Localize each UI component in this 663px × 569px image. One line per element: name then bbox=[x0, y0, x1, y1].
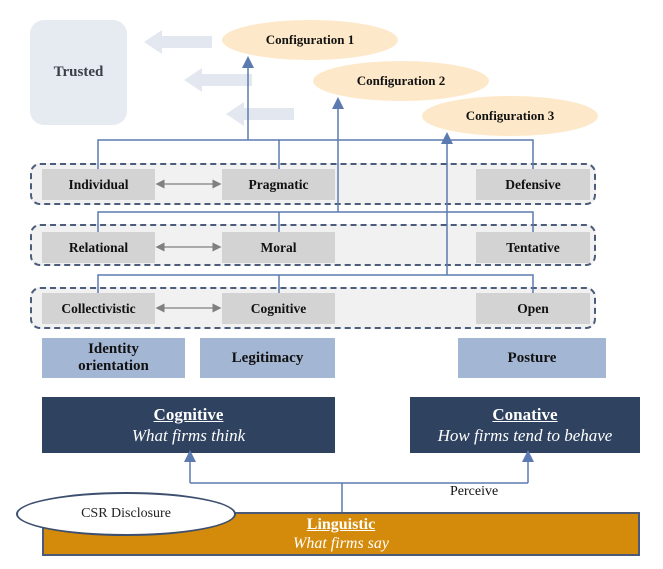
trusted-outcome-box: Trusted bbox=[30, 20, 127, 125]
configuration-3-label: Configuration 3 bbox=[465, 108, 555, 123]
fading-arrow-2-icon bbox=[184, 68, 252, 92]
conative-title: Conative bbox=[492, 404, 558, 424]
csr-disclosure-label: CSR Disclosure bbox=[81, 506, 171, 521]
cell-label: Individual bbox=[68, 176, 129, 192]
trusted-label: Trusted bbox=[53, 64, 104, 80]
conative-subtitle: How firms tend to behave bbox=[437, 425, 613, 445]
category-posture: Posture bbox=[458, 338, 606, 378]
configuration-1-label: Configuration 1 bbox=[265, 32, 355, 47]
category-identity-orientation: Identity orientation bbox=[42, 338, 185, 378]
cell-defensive: Defensive bbox=[476, 169, 590, 200]
cell-label: Collectivistic bbox=[61, 300, 136, 316]
conative-box: Conative How firms tend to behave bbox=[410, 397, 640, 453]
linguistic-subtitle: What firms say bbox=[293, 535, 389, 552]
category-legitimacy: Legitimacy bbox=[200, 338, 335, 378]
cell-label: Defensive bbox=[505, 176, 561, 192]
configuration-1: Configuration 1 bbox=[222, 20, 398, 60]
config-3-connector bbox=[97, 274, 534, 293]
cell-label: Relational bbox=[68, 239, 129, 255]
config-1-connector bbox=[97, 139, 280, 169]
cell-label: Tentative bbox=[506, 239, 560, 255]
cognitive-title: Cognitive bbox=[153, 404, 224, 424]
csr-disclosure-ellipse: CSR Disclosure bbox=[16, 492, 236, 536]
cell-relational: Relational bbox=[42, 232, 155, 263]
cognitive-subtitle: What firms think bbox=[131, 425, 246, 445]
category-label: Posture bbox=[507, 349, 557, 366]
linguistic-title: Linguistic bbox=[306, 516, 376, 533]
cognitive-box: Cognitive What firms think bbox=[42, 397, 335, 453]
cell-open: Open bbox=[476, 293, 590, 324]
config-3-defensive-connector bbox=[279, 139, 534, 169]
cell-label: Pragmatic bbox=[248, 176, 309, 192]
cell-label: Open bbox=[517, 300, 549, 316]
perceive-label: Perceive bbox=[450, 484, 499, 499]
fading-arrow-3-icon bbox=[226, 102, 294, 126]
cell-collectivistic: Collectivistic bbox=[42, 293, 155, 324]
cell-pragmatic: Pragmatic bbox=[222, 169, 335, 200]
cell-tentative: Tentative bbox=[476, 232, 590, 263]
cell-label: Moral bbox=[260, 239, 297, 255]
cell-cognitive: Cognitive bbox=[222, 293, 335, 324]
cell-individual: Individual bbox=[42, 169, 155, 200]
fading-arrow-1-icon bbox=[144, 30, 212, 54]
cell-moral: Moral bbox=[222, 232, 335, 263]
configuration-2: Configuration 2 bbox=[313, 61, 489, 101]
category-label: Legitimacy bbox=[231, 349, 304, 366]
category-label: Identity orientation bbox=[78, 341, 149, 374]
configuration-2-label: Configuration 2 bbox=[356, 73, 446, 88]
cell-label: Cognitive bbox=[250, 300, 307, 316]
config-2-connector bbox=[97, 211, 534, 232]
configuration-3: Configuration 3 bbox=[422, 96, 598, 136]
